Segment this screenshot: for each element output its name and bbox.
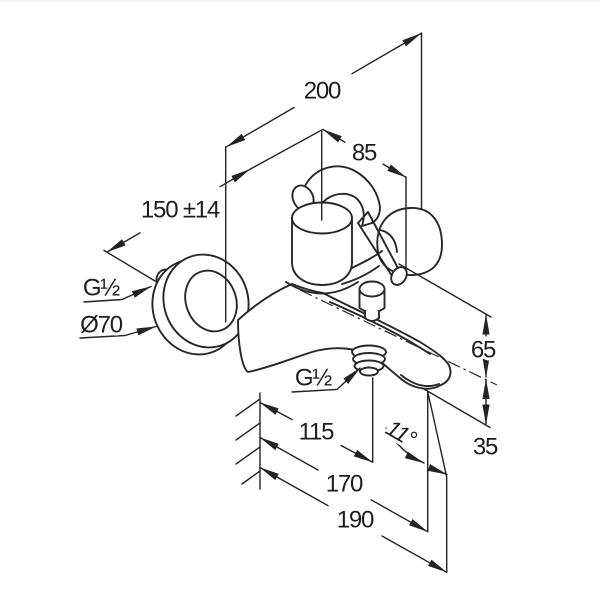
dim-label-150: 150 ±14 [141,197,220,224]
dimension-angle-11: 11° [379,411,448,476]
spout-crease [329,301,431,355]
hose-outlet-thread [351,344,387,377]
dim-label-35: 35 [473,434,498,461]
right-escutcheon [376,207,443,276]
dim-label-170: 170 [326,471,363,498]
dimension-190: 190 [259,392,448,574]
dimension-85: 85 [322,128,407,268]
wall-section [235,392,261,490]
dim-label-85: 85 [352,140,377,167]
leader-g12-outlet: G½ [291,362,361,395]
dim-label-200: 200 [304,78,341,105]
lever-handle-pin [357,211,408,286]
label-g12-outlet: G½ [295,365,332,392]
right-union-hint [379,229,398,253]
wall-hatching [235,398,261,485]
dim-label-115: 115 [299,419,335,446]
cartridge-body [291,201,353,286]
spout-centerline [299,289,498,386]
dim-label-190: 190 [337,507,374,534]
dim-label-11deg: 11° [382,414,421,452]
body-bridge [341,250,383,285]
dimension-150: 150 ±14 [103,128,323,282]
label-g12-wall: G½ [83,275,120,302]
dimension-170: 170 [259,391,429,533]
faucet-illustration [151,165,452,390]
dimension-115: 115 [259,377,374,463]
label-dia70: Ø70 [80,312,123,339]
dimension-65-35: 65 35 [398,263,502,464]
leader-dia70: Ø70 [77,309,157,342]
dim-label-65: 65 [471,337,496,364]
diverter-knob [358,280,386,322]
body-and-spout [237,283,452,390]
leader-g12-wall: G½ [80,272,152,305]
left-escutcheon [151,253,250,356]
lever-end-cap [390,266,408,286]
cartridge-base [285,281,359,295]
dimension-200: 200 [225,32,423,323]
aerator-rim [400,374,440,388]
